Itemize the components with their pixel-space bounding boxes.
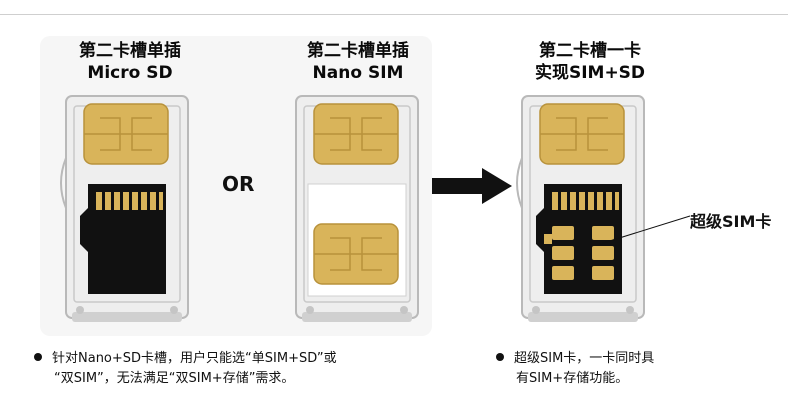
right-note: 超级SIM卡，一卡同时具 有SIM+存储功能。 <box>496 349 654 389</box>
nano-sim-title-line2: Nano SIM <box>312 63 404 83</box>
micro-sd-card <box>80 184 166 294</box>
super-sim-title: 第二卡槽一卡 实现SIM+SD <box>515 40 665 84</box>
super-sim-card <box>536 184 622 294</box>
left-note-line2: “双SIM”，无法满足“双SIM+存储”需求。 <box>34 369 337 389</box>
right-note-text1: 超级SIM卡，一卡同时具 <box>514 351 655 366</box>
micro-sd-title-line1: 第二卡槽单插 <box>79 41 181 61</box>
nano-sim-title: 第二卡槽单插 Nano SIM <box>283 40 433 84</box>
left-note-text1: 针对Nano+SD卡槽，用户只能选“单SIM+SD”或 <box>52 351 337 366</box>
right-note-text2: 有SIM+存储功能。 <box>516 371 629 386</box>
right-note-line2: 有SIM+存储功能。 <box>496 369 654 389</box>
micro-sd-title-line2: Micro SD <box>87 63 173 83</box>
or-label: OR <box>222 172 255 196</box>
nano-sim-chip-top <box>313 103 399 165</box>
micro-sd-title: 第二卡槽单插 Micro SD <box>55 40 205 84</box>
nano-sim-title-line1: 第二卡槽单插 <box>307 41 409 61</box>
nano-sim-chip <box>539 103 625 165</box>
arrow-right-icon <box>432 168 512 204</box>
left-note-text2: “双SIM”，无法满足“双SIM+存储”需求。 <box>54 371 295 386</box>
bullet-dot-icon <box>496 353 504 361</box>
super-sim-title-line2: 实现SIM+SD <box>534 63 646 83</box>
tray-micro-sd <box>60 95 189 322</box>
left-note: 针对Nano+SD卡槽，用户只能选“单SIM+SD”或 “双SIM”，无法满足“… <box>34 349 337 389</box>
top-divider-line <box>0 14 788 15</box>
nano-sim-chip <box>83 103 169 165</box>
right-note-line1: 超级SIM卡，一卡同时具 <box>496 349 654 369</box>
super-sim-label: 超级SIM卡 <box>690 212 772 231</box>
tray-super-sim <box>516 95 645 322</box>
left-note-line1: 针对Nano+SD卡槽，用户只能选“单SIM+SD”或 <box>34 349 337 369</box>
bullet-dot-icon <box>34 353 42 361</box>
nano-sim-chip-bottom <box>313 223 399 285</box>
super-sim-pointer-line <box>599 215 691 245</box>
tray-nano-sim <box>295 95 419 322</box>
super-sim-title-line1: 第二卡槽一卡 <box>539 41 641 61</box>
